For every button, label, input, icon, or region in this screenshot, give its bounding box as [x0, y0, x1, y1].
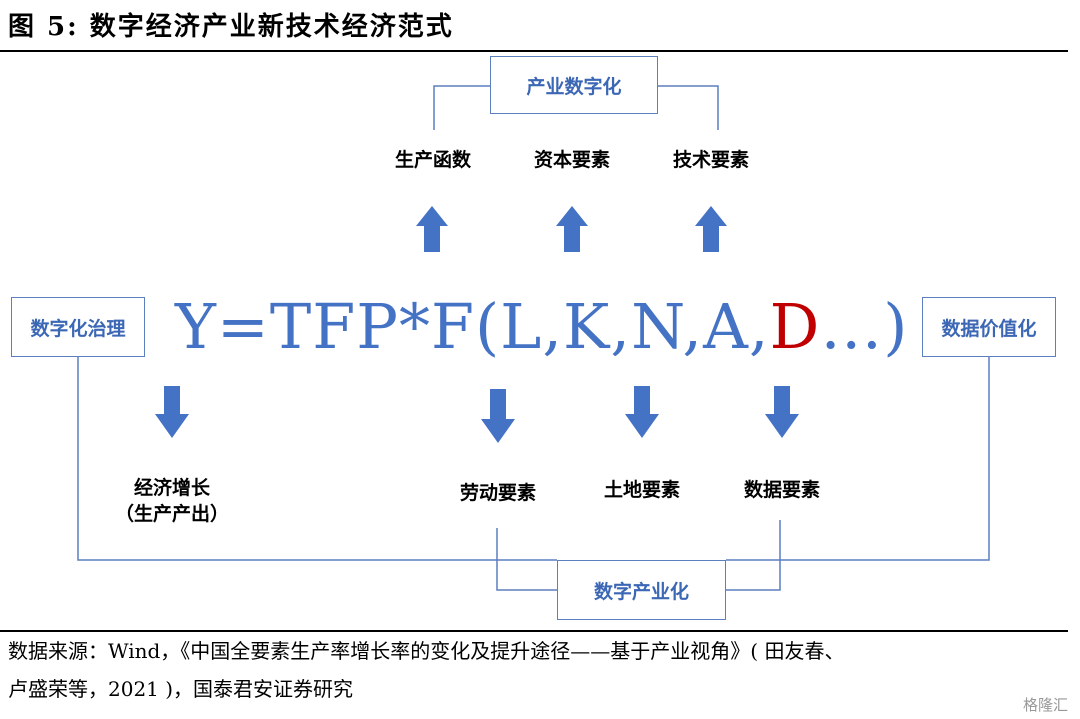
- source-rule: [0, 630, 1068, 632]
- arrow-down-growth: [155, 386, 189, 438]
- source-line-1: 数据来源：Wind，《中国全要素生产率增长率的变化及提升途径——基于产业视角》(…: [8, 639, 845, 663]
- label-labor-factor: 劳动要素: [459, 482, 536, 504]
- label-production-function: 生产函数: [394, 149, 471, 171]
- title-rule: [0, 50, 1068, 52]
- outer-loop-left: [77, 357, 557, 561]
- inner-bracket-left: [496, 528, 557, 591]
- equation-data-variable: D: [769, 290, 821, 363]
- label-economic-growth: 经济增长 （生产产出）: [112, 476, 232, 527]
- label-land-factor: 土地要素: [603, 479, 680, 501]
- arrow-up-technology: [695, 206, 727, 252]
- growth-line2: （生产产出）: [114, 502, 229, 525]
- label-technology-factor: 技术要素: [672, 149, 749, 171]
- box-data-valorization: 数据价值化: [922, 297, 1056, 357]
- label-capital-factor: 资本要素: [533, 149, 610, 171]
- growth-line1: 经济增长: [133, 477, 210, 499]
- figure-title: 图 5: 数字经济产业新技术经济范式: [8, 12, 454, 42]
- box-industrial-digitalization: 产业数字化: [490, 56, 658, 114]
- arrow-up-production: [416, 206, 448, 252]
- arrow-down-land: [625, 386, 659, 438]
- top-bracket-right: [658, 85, 719, 130]
- arrow-down-data: [765, 386, 799, 438]
- equation-tail: …): [820, 290, 909, 363]
- watermark-logo: 格隆汇: [1022, 696, 1068, 714]
- box-digital-governance: 数字化治理: [11, 297, 145, 357]
- outer-loop-right: [726, 357, 990, 561]
- source-line-2: 卢盛荣等，2021 )，国泰君安证券研究: [8, 677, 354, 701]
- production-equation: Y=TFP*F(L,K,N,A,D…): [175, 290, 908, 363]
- arrow-down-labor: [481, 389, 515, 443]
- inner-bracket-right: [726, 520, 781, 591]
- equation-main: Y=TFP*F(L,K,N,A,: [175, 290, 770, 363]
- top-bracket-left: [433, 85, 490, 130]
- arrow-up-capital: [556, 206, 588, 252]
- label-data-factor: 数据要素: [743, 479, 820, 501]
- box-digital-industrialization: 数字产业化: [557, 560, 726, 620]
